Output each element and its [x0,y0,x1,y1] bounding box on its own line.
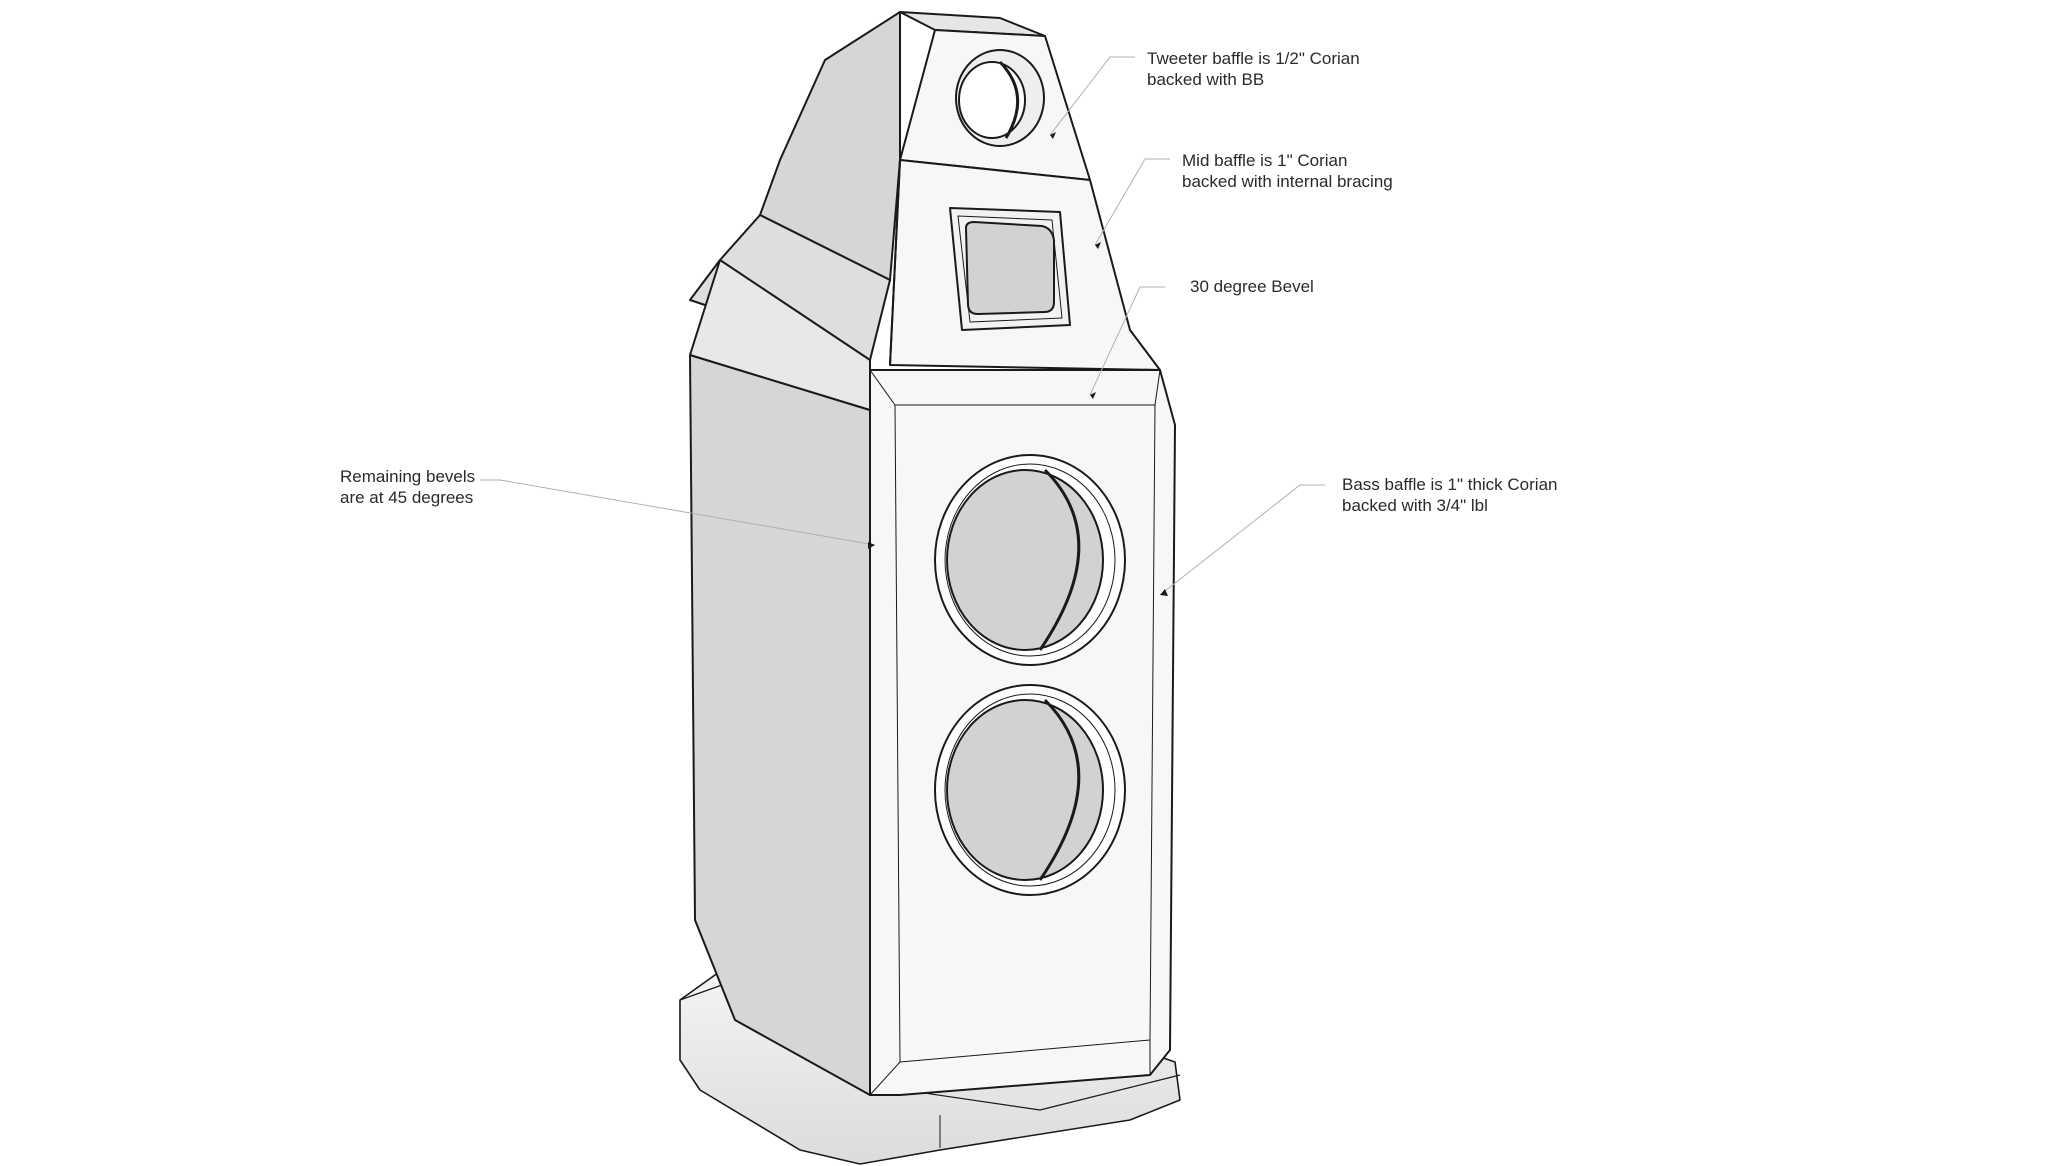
cabinet-side-panels [689,11,901,1096]
callout-leaders [480,56,1325,596]
callout-tweeter-line2: backed with BB [1147,70,1265,89]
woofer-upper [934,454,1126,666]
mid-driver [949,207,1071,331]
leader-bevel30 [1089,286,1165,396]
callout-remaining-bevels: Remaining bevels are at 45 degrees [340,466,475,508]
leader-bevels45 [480,479,876,546]
callout-bass-baffle: Bass baffle is 1" thick Corian backed wi… [1342,474,1558,516]
woofer-lower [934,684,1126,896]
tweeter-driver [955,49,1045,147]
leader-mid [1094,158,1170,246]
callout-bevels45-line1: Remaining bevels [340,467,476,486]
callout-tweeter-line1: Tweeter baffle is 1/2" Corian [1147,49,1360,68]
callout-mid-line2: backed with internal bracing [1182,172,1393,191]
leader-tweeter [1049,56,1135,136]
callout-mid-line1: Mid baffle is 1" Corian [1182,151,1348,170]
rear-facet [689,259,871,411]
callout-tweeter-baffle: Tweeter baffle is 1/2" Corian backed wit… [1147,48,1360,90]
callout-bevel30-line1: 30 degree Bevel [1190,277,1314,296]
callout-bass-line1: Bass baffle is 1" thick Corian [1342,475,1558,494]
callout-30-degree-bevel: 30 degree Bevel [1190,276,1314,297]
callout-bass-line2: backed with 3/4" lbl [1342,496,1488,515]
callout-mid-baffle: Mid baffle is 1" Corian backed with inte… [1182,150,1393,192]
callout-bevels45-line2: are at 45 degrees [340,488,474,507]
leader-bass [1159,484,1325,596]
leader-arrowheads [868,132,1168,596]
